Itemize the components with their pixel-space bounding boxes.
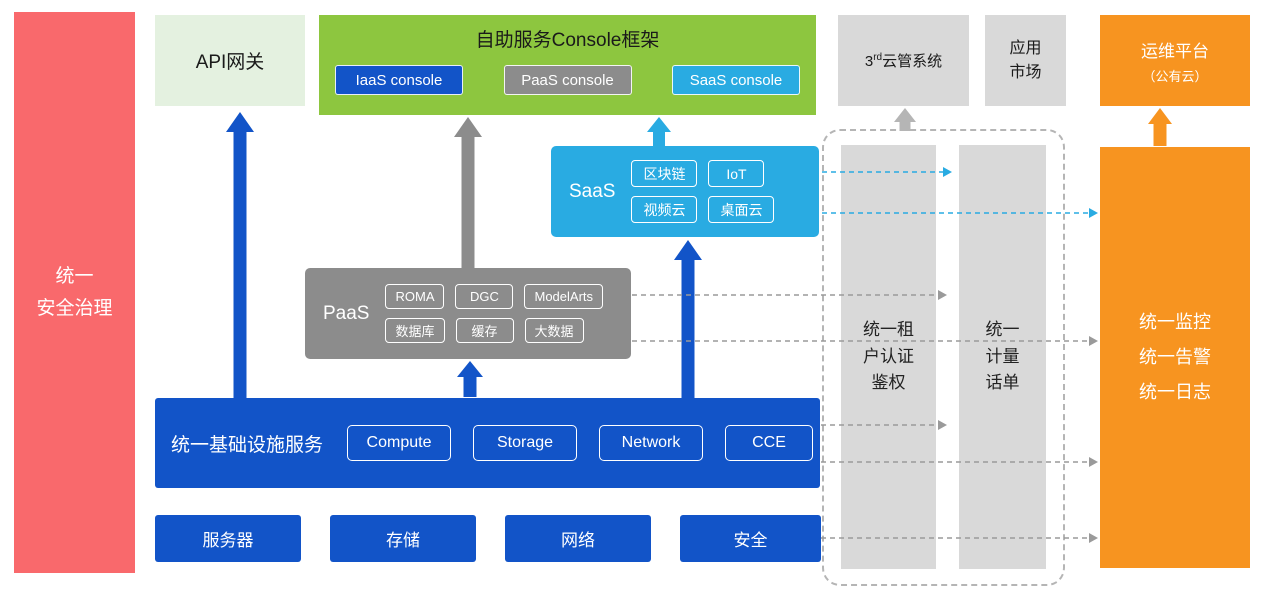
console-row: IaaS console PaaS console SaaS console	[335, 65, 800, 95]
shared-services-dashed-zone	[822, 129, 1065, 586]
arrow-saas-to-console	[647, 117, 671, 146]
dgc-chip: DGC	[455, 284, 514, 309]
bigdata-chip: 大数据	[524, 318, 584, 343]
third-party-prefix: 3	[864, 53, 874, 70]
saas-console-box: SaaS console	[672, 65, 800, 95]
infrastructure-services-box: 统一基础设施服务 Compute Storage Network CCE	[155, 398, 820, 488]
dashed-paas-to-monitor-head	[1089, 336, 1098, 346]
storage-box: 存储	[330, 515, 476, 562]
dashed-saas-to-monitor-head	[1089, 208, 1098, 218]
security-box: 安全	[680, 515, 821, 562]
compute-chip: Compute	[347, 425, 452, 461]
om-platform-title: 运维平台	[1141, 41, 1209, 61]
iot-chip: IoT	[708, 160, 765, 187]
om-platform-subtitle: （公有云）	[1142, 68, 1208, 84]
desktop-cloud-chip: 桌面云	[708, 196, 775, 223]
arrow-paas-to-console	[454, 117, 482, 268]
paas-layer-label: PaaS	[323, 302, 370, 324]
console-framework-title: 自助服务Console框架	[475, 30, 660, 51]
saas-chip-grid: 区块链 IoT 视频云 桌面云	[631, 160, 775, 223]
cache-chip: 缓存	[455, 318, 514, 343]
third-party-label: 3rd云管系统	[865, 50, 942, 71]
blockchain-chip: 区块链	[631, 160, 698, 187]
video-cloud-chip: 视频云	[631, 196, 698, 223]
monitoring-alarm-log-box: 统一监控 统一告警 统一日志	[1100, 147, 1250, 568]
third-party-superscript: rd	[873, 52, 883, 63]
metering-billing-bar: 统一 计量 话单	[959, 145, 1046, 569]
tenant-auth-bar: 统一租 户认证 鉴权	[841, 145, 936, 569]
arrow-infra-to-saas	[674, 240, 702, 398]
arrow-infra-to-paas	[457, 361, 483, 397]
server-box: 服务器	[155, 515, 301, 562]
arrow-infra-to-api-gateway	[226, 112, 254, 398]
paas-console-box: PaaS console	[503, 65, 632, 95]
saas-layer-label: SaaS	[569, 180, 616, 202]
paas-chip-grid: ROMA DGC ModelArts 数据库 缓存 大数据	[385, 284, 604, 343]
database-chip: 数据库	[385, 318, 445, 343]
security-governance-bar: 统一 安全治理	[14, 12, 135, 573]
app-market-box: 应用 市场	[985, 15, 1066, 106]
arrow-monitor-to-om-platform	[1148, 108, 1172, 146]
storage-chip: Storage	[473, 425, 578, 461]
roma-chip: ROMA	[385, 284, 445, 309]
dashed-infra-to-monitor-head	[1089, 457, 1098, 467]
api-gateway-box: API网关	[155, 15, 305, 106]
iaas-console-box: IaaS console	[335, 65, 463, 95]
console-framework-box: 自助服务Console框架 IaaS console PaaS console …	[319, 15, 816, 115]
modelarts-chip: ModelArts	[524, 284, 604, 309]
network-chip: Network	[599, 425, 704, 461]
paas-layer-box: PaaS ROMA DGC ModelArts 数据库 缓存 大数据	[305, 268, 631, 359]
arrow-zone-to-third-party	[894, 108, 916, 131]
om-platform-box: 运维平台 （公有云）	[1100, 15, 1250, 106]
network-box: 网络	[505, 515, 651, 562]
third-party-suffix: 云管系统	[882, 53, 943, 70]
infrastructure-chip-row: Compute Storage Network CCE	[347, 425, 814, 461]
cce-chip: CCE	[725, 425, 814, 461]
infrastructure-services-label: 统一基础设施服务	[171, 434, 324, 456]
dashed-hardware-to-monitor-head	[1089, 533, 1098, 543]
third-party-cloud-mgmt-box: 3rd云管系统	[838, 15, 969, 106]
saas-layer-box: SaaS 区块链 IoT 视频云 桌面云	[551, 146, 819, 237]
